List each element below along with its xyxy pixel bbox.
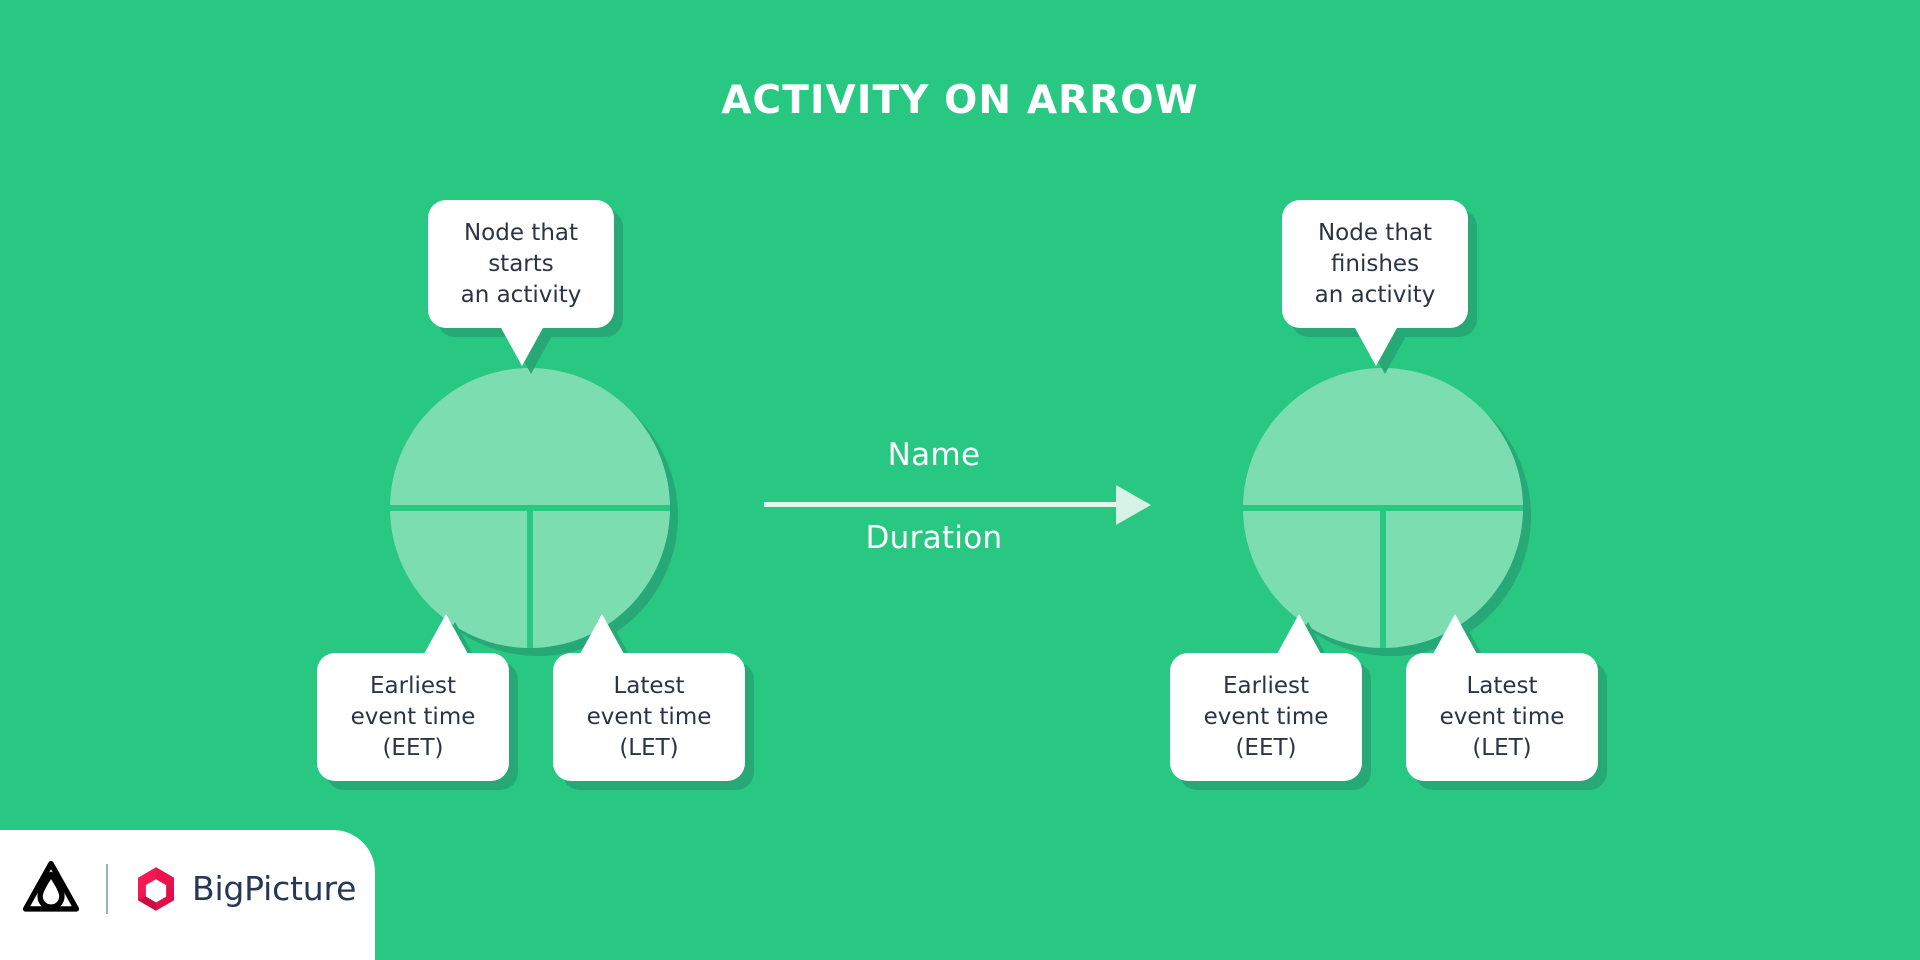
callout-let-right[interactable]: Latest event time (LET) — [1406, 614, 1607, 790]
appfire-triangle-icon — [22, 860, 80, 912]
arrow-head-icon — [1116, 485, 1151, 525]
callout-eet-right-text: Earliest event time (EET) — [1203, 672, 1329, 761]
bigpicture-wordmark: BigPicture — [192, 869, 357, 908]
callout-eet-right-box: Earliest event time (EET) — [1170, 653, 1362, 781]
callout-start-node-text: Node that starts an activity — [460, 219, 582, 308]
callout-eet-right-tail — [1277, 614, 1321, 654]
callout-let-right-box: Latest event time (LET) — [1406, 653, 1598, 781]
callout-eet-left-box: Earliest event time (EET) — [317, 653, 509, 781]
brand-footer-panel: BigPicture — [0, 830, 375, 960]
node-start-vertical-divider — [527, 508, 533, 648]
page-title: ACTIVITY ON ARROW — [721, 78, 1199, 123]
callout-finish-node-text: Node that finishes an activity — [1314, 219, 1436, 308]
callout-start-node-box: Node that starts an activity — [428, 200, 614, 328]
callout-eet-left-text: Earliest event time (EET) — [350, 672, 476, 761]
callout-start-node[interactable]: Node that starts an activity — [428, 200, 623, 374]
callout-let-right-tail — [1433, 614, 1477, 654]
callout-eet-right[interactable]: Earliest event time (EET) — [1170, 614, 1371, 790]
node-finish-circle[interactable] — [1243, 368, 1531, 656]
callout-finish-node[interactable]: Node that finishes an activity — [1282, 200, 1477, 374]
arrow-label-duration: Duration — [865, 520, 1003, 556]
callout-let-right-text: Latest event time (LET) — [1439, 672, 1565, 761]
arrow-label-name: Name — [887, 437, 981, 473]
callout-finish-node-tail — [1354, 326, 1398, 366]
callout-let-left-box: Latest event time (LET) — [553, 653, 745, 781]
brand-divider — [106, 864, 108, 914]
callout-let-left-tail — [580, 614, 624, 654]
callout-let-left-text: Latest event time (LET) — [586, 672, 712, 761]
callout-let-left[interactable]: Latest event time (LET) — [553, 614, 754, 790]
arrow-line — [764, 502, 1119, 507]
node-start-disc — [390, 368, 670, 648]
callout-start-node-tail — [500, 326, 544, 366]
brand-logo-group: BigPicture — [22, 858, 356, 920]
node-start-circle[interactable] — [390, 368, 678, 656]
bigpicture-hexagon-icon — [138, 867, 174, 911]
node-finish-vertical-divider — [1380, 508, 1386, 648]
activity-arrow: Name Duration — [764, 437, 1164, 570]
node-finish-disc — [1243, 368, 1523, 648]
callout-finish-node-box: Node that finishes an activity — [1282, 200, 1468, 328]
callout-eet-left-tail — [424, 614, 468, 654]
callout-eet-left[interactable]: Earliest event time (EET) — [317, 614, 518, 790]
